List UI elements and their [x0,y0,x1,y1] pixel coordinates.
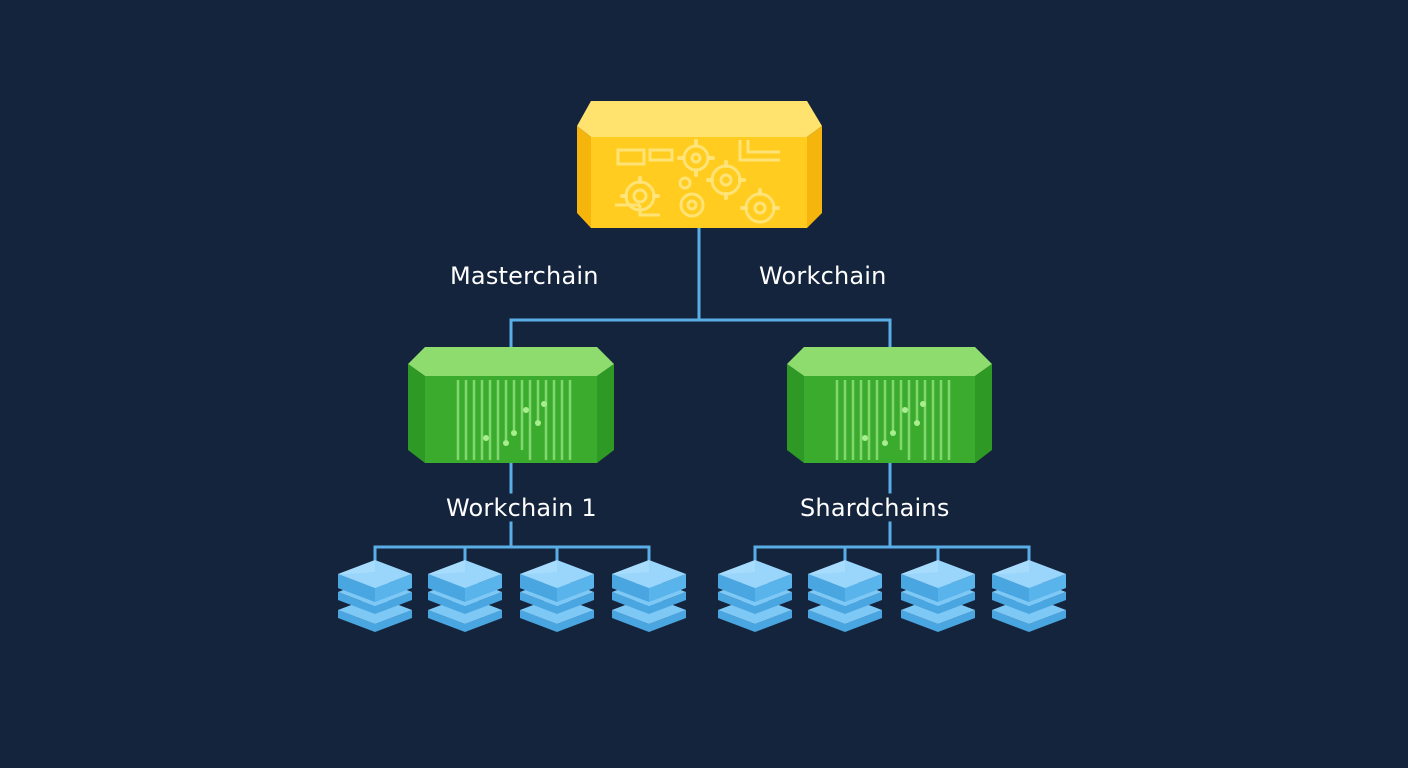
workchain-2-block-icon [787,347,992,463]
workchain-1-label: Workchain 1 [446,494,597,522]
shard-block-icon [338,560,412,632]
shard-block-icon [612,560,686,632]
shard-block-icon [428,560,502,632]
shardchains-label: Shardchains [800,494,950,522]
shard-block-icon [992,560,1066,632]
masterchain-block-icon [577,101,822,228]
workchain-label: Workchain [759,262,887,290]
shard-block-icon [718,560,792,632]
workchain-1-block-icon [408,347,614,463]
shard-block-icon [901,560,975,632]
shard-block-icon [808,560,882,632]
shard-block-icon [520,560,594,632]
masterchain-label: Masterchain [450,262,599,290]
